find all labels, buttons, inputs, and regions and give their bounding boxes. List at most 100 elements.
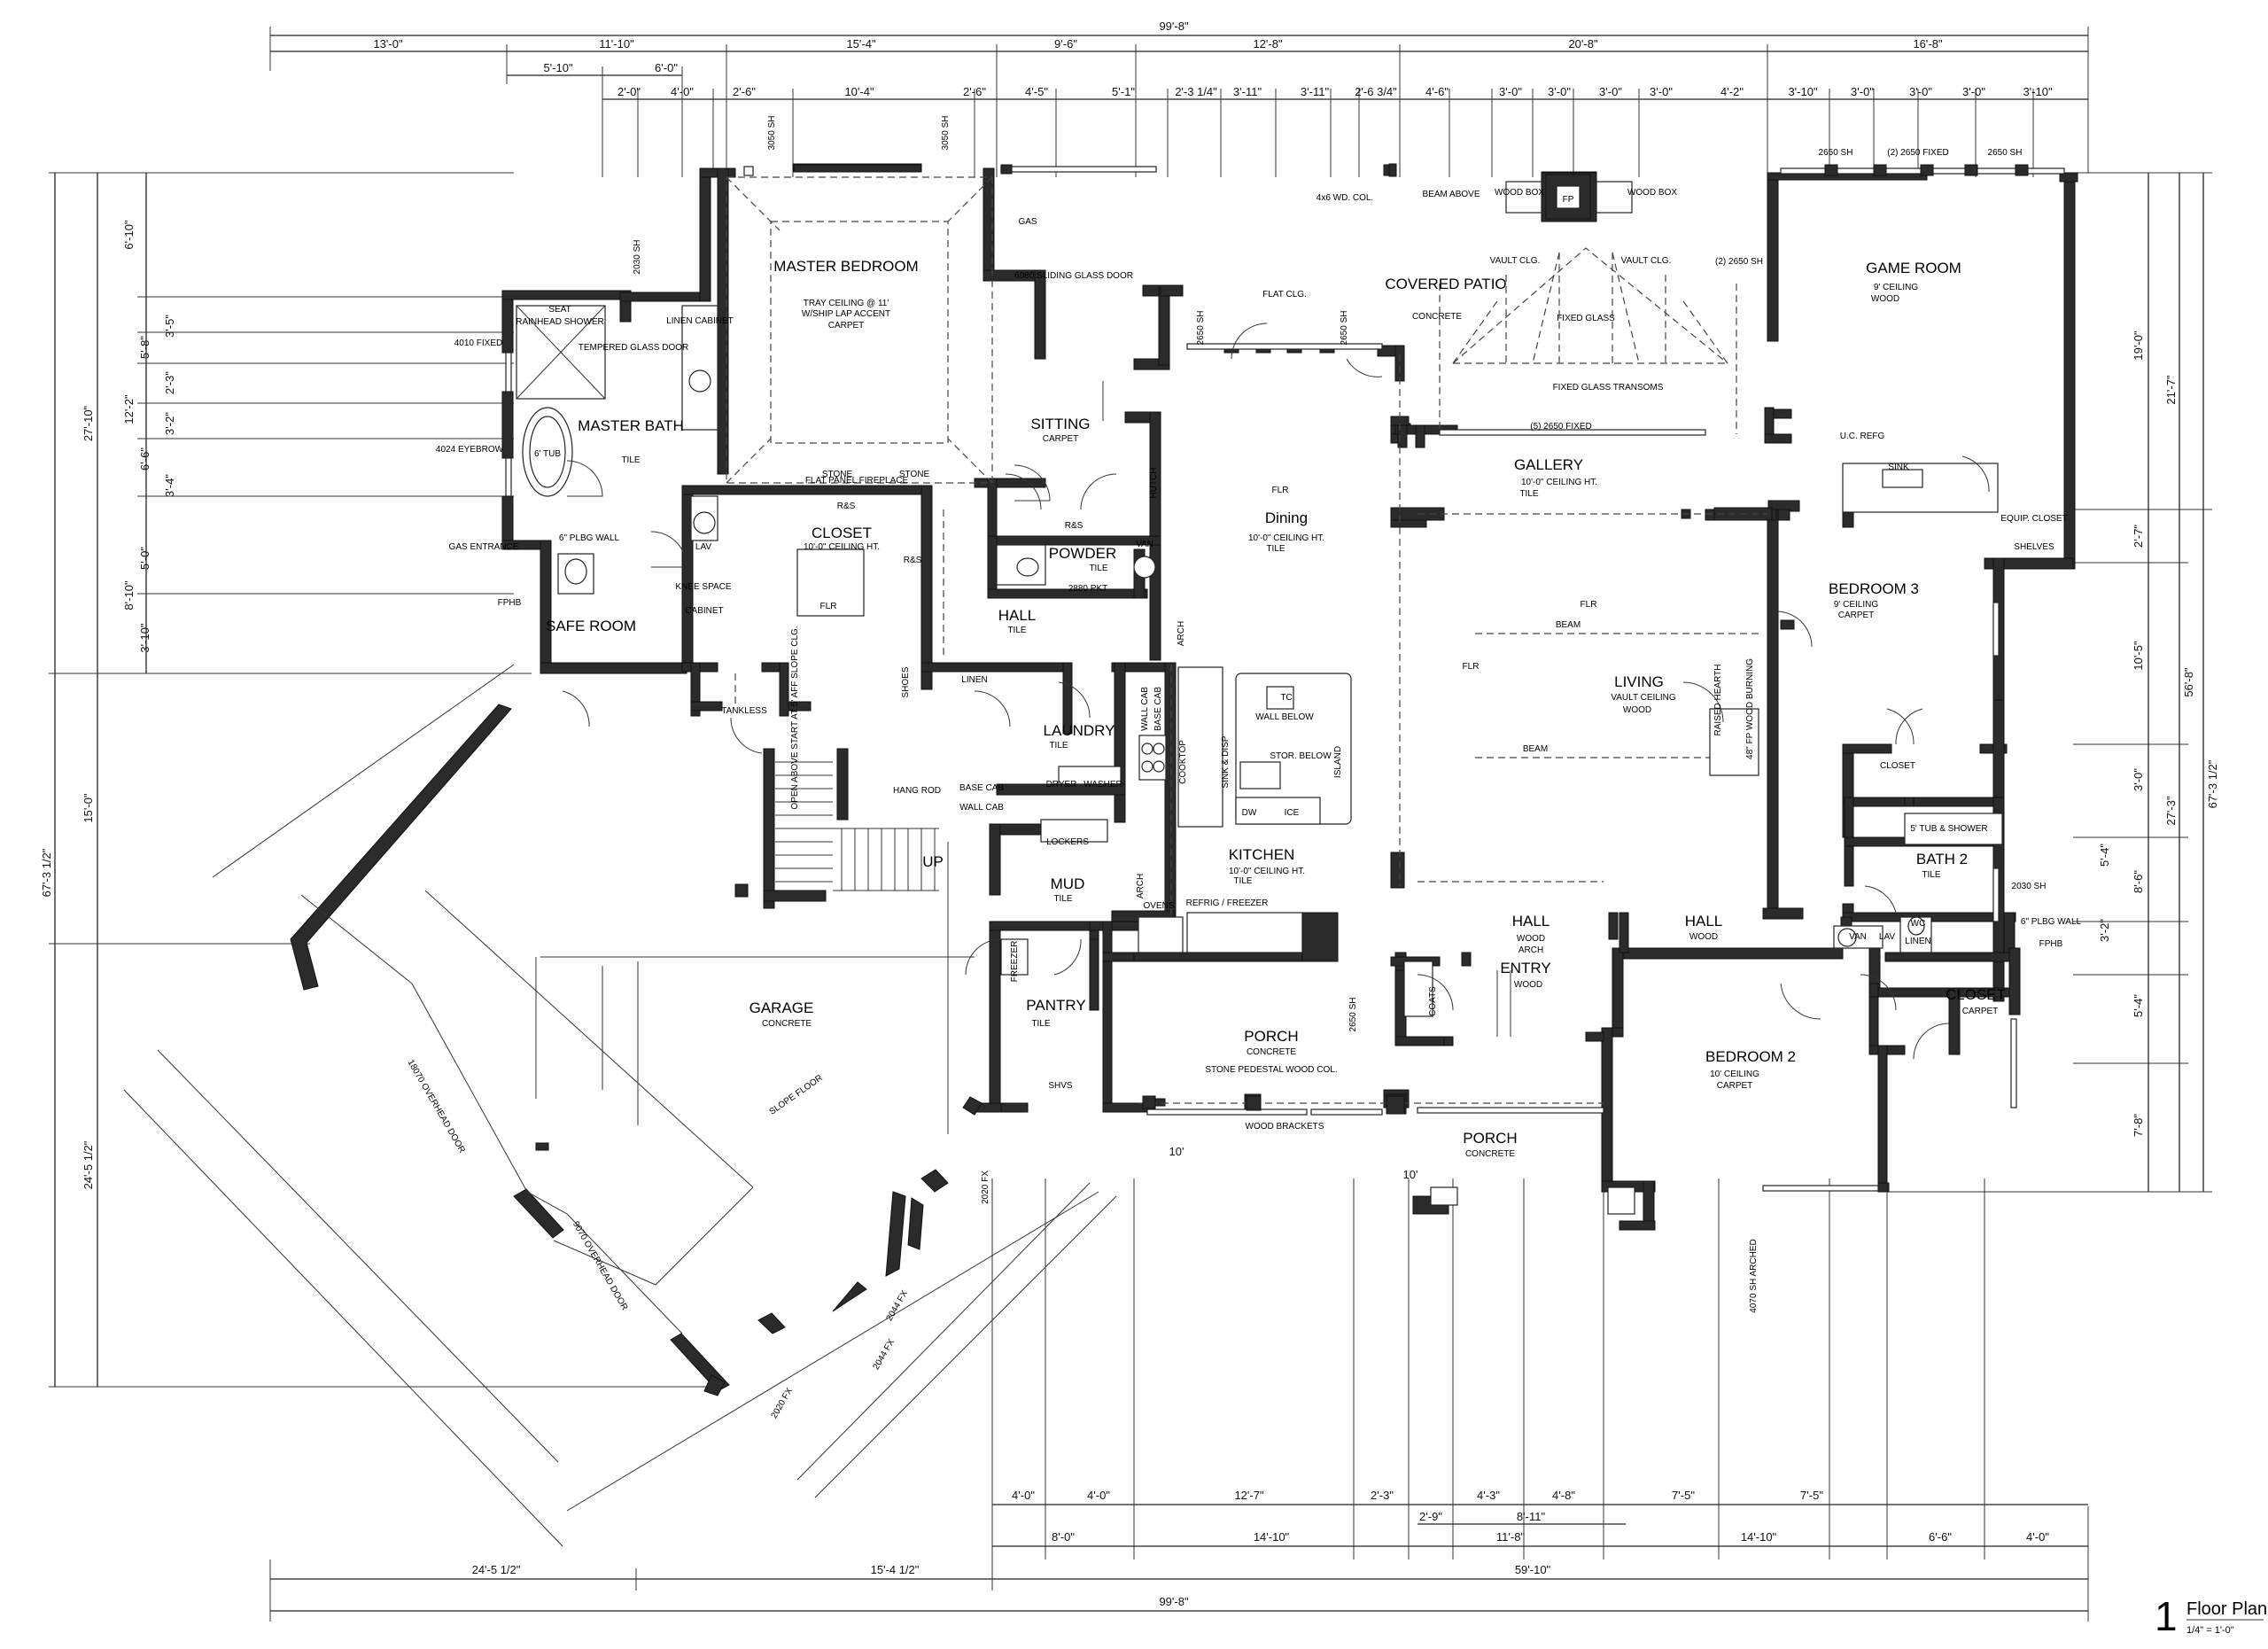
room-note: TRAY CEILING @ 11' <box>804 299 889 308</box>
tag-label: 4024 EYEBROW <box>436 445 504 455</box>
tag-label: 4x6 WD. COL. <box>1317 193 1373 203</box>
drawing-number: 1 <box>2155 1593 2178 1639</box>
dim-right: 10'-5" <box>2132 641 2145 671</box>
tag-label: 10' <box>1169 1145 1184 1158</box>
tag-label: LOCKERS <box>1046 837 1089 847</box>
dim-right: 5'-4" <box>2098 844 2111 867</box>
room-note: TILE <box>1089 564 1107 573</box>
dim-top: 16'-8" <box>1913 37 1943 51</box>
tag-label: WOOD BRACKETS <box>1246 1122 1324 1132</box>
dimensions-left: 67'-3 1/2" 27'-10" 15'-0" 24'-5 1/2" 6'-… <box>40 172 726 1388</box>
room-note: 10'-0" CEILING HT. <box>1229 867 1305 876</box>
tag-label: 6' TUB <box>534 449 561 459</box>
tag-label: LINEN <box>961 675 987 685</box>
tag-label: GAS ENTRANCE <box>449 542 519 552</box>
tag-label: GAS <box>1018 217 1037 227</box>
room-note: CARPET <box>1838 611 1875 620</box>
dim-right: 21'-7" <box>2164 375 2178 405</box>
sink-icon <box>688 369 711 393</box>
room-closet-b2-name: CLOSET <box>1946 986 2006 1003</box>
dim-right: 3'-0" <box>2132 768 2145 791</box>
tag-label: SINK <box>1888 463 1909 472</box>
room-note: 10'-0" CEILING HT. <box>1521 478 1597 487</box>
tag-label: RAISED HEARTH <box>1713 665 1723 736</box>
room-sitting-name: SITTING <box>1030 416 1090 432</box>
tag-label: EQUIP. CLOSET <box>2000 514 2067 524</box>
tag-label: WASHER <box>1084 780 1122 789</box>
tag-label: FIXED GLASS TRANSOMS <box>1553 383 1664 393</box>
tag-label: STONE PEDESTAL WOOD COL. <box>1205 1065 1337 1075</box>
room-note: WOOD <box>1514 980 1542 990</box>
tag-label: SHOES <box>901 666 911 697</box>
room-covered-patio-name: COVERED PATIO <box>1385 276 1506 292</box>
tag-label: FPHB <box>2039 939 2063 949</box>
room-porch-name: PORCH <box>1244 1028 1298 1045</box>
tag-label: FLAT PANEL FIREPLACE <box>805 476 909 486</box>
dim-left: 3'-5" <box>163 315 176 338</box>
sink-icon <box>693 511 716 534</box>
room-gallery-name: GALLERY <box>1514 456 1583 473</box>
tag-label: TANKLESS <box>721 706 767 716</box>
room-note: CARPET <box>1043 434 1079 444</box>
dim-bottom: 24'-5 1/2" <box>472 1563 521 1576</box>
sink-icon <box>1239 761 1281 789</box>
dim-top: 2'-3 1/4" <box>1175 85 1217 98</box>
room-note: CARPET <box>1717 1081 1753 1091</box>
dim-right: 27'-3" <box>2164 796 2178 826</box>
tag-label: STONE <box>899 470 930 479</box>
room-note: 10'-0" CEILING HT. <box>1248 533 1324 543</box>
room-note: WOOD <box>1623 705 1651 715</box>
tag-label: 2650 SH <box>1819 148 1853 158</box>
room-note: CONCRETE <box>1465 1149 1515 1159</box>
dim-right: 56'-8" <box>2182 667 2195 697</box>
dim-top: 3'-0" <box>1962 85 1985 98</box>
dim-top: 12'-8" <box>1253 37 1283 51</box>
room-note: ARCH <box>1518 945 1543 955</box>
tub-shower <box>1904 813 2003 845</box>
dim-left: 5'-8" <box>138 336 151 359</box>
room-bedroom-3-name: BEDROOM 3 <box>1829 580 1919 597</box>
tag-label: 4070 SH ARCHED <box>1749 1239 1759 1312</box>
tag-label: 2030 SH <box>2012 882 2047 891</box>
dim-left: 12'-2" <box>122 394 136 424</box>
tag-label: 18070 OVERHEAD DOOR <box>406 1058 467 1155</box>
dim-overall-bottom: 99'-8" <box>1159 1595 1189 1608</box>
tag-label: RAINHEAD SHOWER <box>516 317 603 327</box>
tag-label: 2020 FX <box>770 1386 796 1420</box>
island-closet <box>796 548 865 617</box>
tag-label: (2) 2650 FIXED <box>1887 148 1948 158</box>
tag-label: (2) 2650 SH <box>1715 257 1763 267</box>
toilet-icon <box>1907 916 1925 936</box>
toilet-icon <box>564 558 587 585</box>
dim-bottom: 7'-5" <box>1672 1489 1695 1502</box>
dim-top: 2'-6" <box>733 85 756 98</box>
dim-bottom: 4'-8" <box>1552 1489 1575 1502</box>
tag-label: ARCH <box>1136 874 1146 898</box>
dim-bottom: 14'-10" <box>1741 1530 1777 1544</box>
room-game-room-name: GAME ROOM <box>1866 260 1961 276</box>
dim-top: 11'-10" <box>599 37 634 51</box>
dimensions-right: 67'-3 1/2" 56'-8" 19'-0" 21'-7" 2'-7" 10… <box>1887 172 2219 1193</box>
tag-label: LINEN <box>1905 937 1930 946</box>
tag-label: SHVS <box>1048 1081 1073 1091</box>
tag-label: R&S <box>1065 521 1084 531</box>
room-note: W/SHIP LAP ACCENT <box>802 309 890 319</box>
room-bedroom-2-name: BEDROOM 2 <box>1705 1048 1796 1065</box>
dim-bottom: 15'-4 1/2" <box>871 1563 920 1576</box>
dim-left: 24'-5 1/2" <box>82 1140 95 1189</box>
cooktop <box>1138 735 1167 781</box>
dim-right: 5'-4" <box>2132 994 2145 1017</box>
dim-left: 27'-10" <box>82 405 95 441</box>
tag-label: WALL BELOW <box>1255 712 1314 722</box>
tag-label: VAN <box>1136 540 1153 549</box>
room-note: CARPET <box>828 321 865 331</box>
dim-top: 3'-0" <box>1650 85 1673 98</box>
tag-label: WOOD BOX <box>1627 188 1677 198</box>
tag-label: 2650 SH <box>1196 311 1206 346</box>
dim-right: 19'-0" <box>2132 331 2145 361</box>
tag-label: STOR. BELOW <box>1270 751 1332 761</box>
room-hall-2-name: HALL <box>1512 913 1550 930</box>
tag-label: OVENS <box>1143 901 1174 911</box>
room-note: TILE <box>1049 741 1068 751</box>
dim-left: 3'-4" <box>163 474 176 497</box>
